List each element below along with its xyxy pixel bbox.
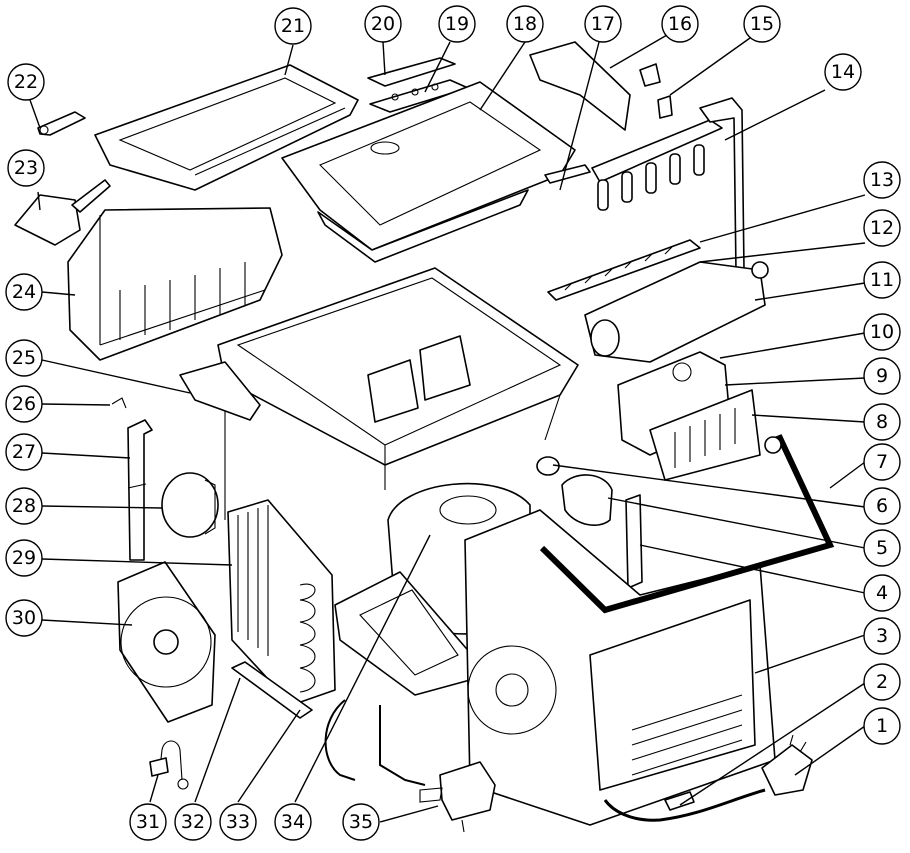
callout-25-label: 25 — [12, 347, 36, 369]
callout-26: 26 — [5, 385, 43, 423]
callout-10-label: 10 — [870, 321, 894, 343]
callout-35-label: 35 — [349, 811, 373, 833]
callout-35: 35 — [342, 803, 380, 841]
callout-24-label: 24 — [12, 281, 36, 303]
callout-15: 15 — [743, 5, 781, 43]
callout-9: 9 — [863, 357, 901, 395]
callout-11: 11 — [863, 261, 901, 299]
callout-17-label: 17 — [591, 13, 615, 35]
callout-33-label: 33 — [226, 811, 250, 833]
callout-30-label: 30 — [12, 607, 36, 629]
callout-29: 29 — [5, 539, 43, 577]
callout-27-label: 27 — [12, 441, 36, 463]
callout-28: 28 — [5, 487, 43, 525]
callout-5-label: 5 — [876, 537, 888, 559]
part-condenser — [227, 499, 336, 706]
callout-20-label: 20 — [371, 13, 395, 35]
callout-18: 18 — [506, 5, 544, 43]
callout-23: 23 — [7, 149, 45, 187]
callout-26-label: 26 — [12, 393, 36, 415]
callout-7: 7 — [863, 443, 901, 481]
callout-9-label: 9 — [876, 365, 888, 387]
callout-24: 24 — [5, 273, 43, 311]
callout-3-label: 3 — [876, 625, 888, 647]
part-handle — [539, 434, 835, 614]
part-drain-tube — [111, 397, 153, 561]
callout-13: 13 — [863, 161, 901, 199]
callout-32: 32 — [174, 803, 212, 841]
part-main-tank — [179, 267, 579, 520]
callout-12-label: 12 — [870, 217, 894, 239]
part-water-tray — [584, 261, 769, 363]
callout-16-label: 16 — [668, 13, 692, 35]
callout-23-label: 23 — [14, 157, 38, 179]
callout-33: 33 — [219, 803, 257, 841]
callout-17: 17 — [584, 5, 622, 43]
callout-20: 20 — [364, 5, 402, 43]
part-evaporator — [617, 351, 761, 481]
callout-7-label: 7 — [876, 451, 888, 473]
callout-28-label: 28 — [12, 495, 36, 517]
callout-11-label: 11 — [870, 269, 894, 291]
callout-30: 30 — [5, 599, 43, 637]
callout-4: 4 — [863, 574, 901, 612]
callout-1: 1 — [863, 707, 901, 745]
callout-10: 10 — [863, 313, 901, 351]
part-control-panel — [367, 57, 469, 113]
callout-14-label: 14 — [831, 61, 855, 83]
callout-15-label: 15 — [750, 13, 774, 35]
callout-21: 21 — [274, 7, 312, 45]
callout-29-label: 29 — [12, 547, 36, 569]
callout-22: 22 — [7, 63, 45, 101]
callout-8: 8 — [863, 403, 901, 441]
part-fan-motor — [161, 472, 219, 538]
callout-25: 25 — [5, 339, 43, 377]
callout-6-label: 6 — [876, 495, 888, 517]
part-ice-fingers — [591, 97, 745, 273]
part-basket — [67, 207, 283, 361]
callout-12: 12 — [863, 209, 901, 247]
callout-21-label: 21 — [281, 15, 305, 37]
callout-27: 27 — [5, 433, 43, 471]
callout-34-label: 34 — [281, 811, 305, 833]
callout-6: 6 — [863, 487, 901, 525]
part-clip — [37, 111, 86, 136]
callout-3: 3 — [863, 617, 901, 655]
part-dryer-filter — [231, 661, 313, 719]
part-scoop — [14, 179, 111, 246]
callout-19-label: 19 — [445, 13, 469, 35]
callout-34: 34 — [274, 803, 312, 841]
callout-2: 2 — [863, 663, 901, 701]
callout-4-label: 4 — [876, 582, 888, 604]
callout-22-label: 22 — [14, 71, 38, 93]
part-capillary-valve — [324, 699, 496, 833]
part-pusher-rack — [547, 239, 701, 301]
callout-16: 16 — [661, 5, 699, 43]
part-front-housing — [464, 509, 776, 826]
part-power-cord — [603, 734, 813, 822]
callout-31-label: 31 — [136, 811, 160, 833]
leader-lines — [29, 26, 866, 823]
part-valves — [536, 456, 643, 589]
callout-13-label: 13 — [870, 169, 894, 191]
part-ground-bracket — [149, 740, 189, 790]
part-brackets — [529, 41, 673, 184]
callout-labels: 21 20 19 18 17 16 15 14 22 23 13 — [5, 5, 901, 841]
part-top-cover — [281, 81, 576, 263]
part-lid — [94, 64, 359, 191]
callout-14: 14 — [824, 53, 862, 91]
callout-31: 31 — [129, 803, 167, 841]
callout-18-label: 18 — [513, 13, 537, 35]
callout-19: 19 — [438, 5, 476, 43]
part-condenser-fan — [117, 561, 216, 723]
callout-8-label: 8 — [876, 411, 888, 433]
callout-2-label: 2 — [876, 671, 888, 693]
callout-1-label: 1 — [876, 715, 888, 737]
callout-5: 5 — [863, 529, 901, 567]
callout-32-label: 32 — [181, 811, 205, 833]
